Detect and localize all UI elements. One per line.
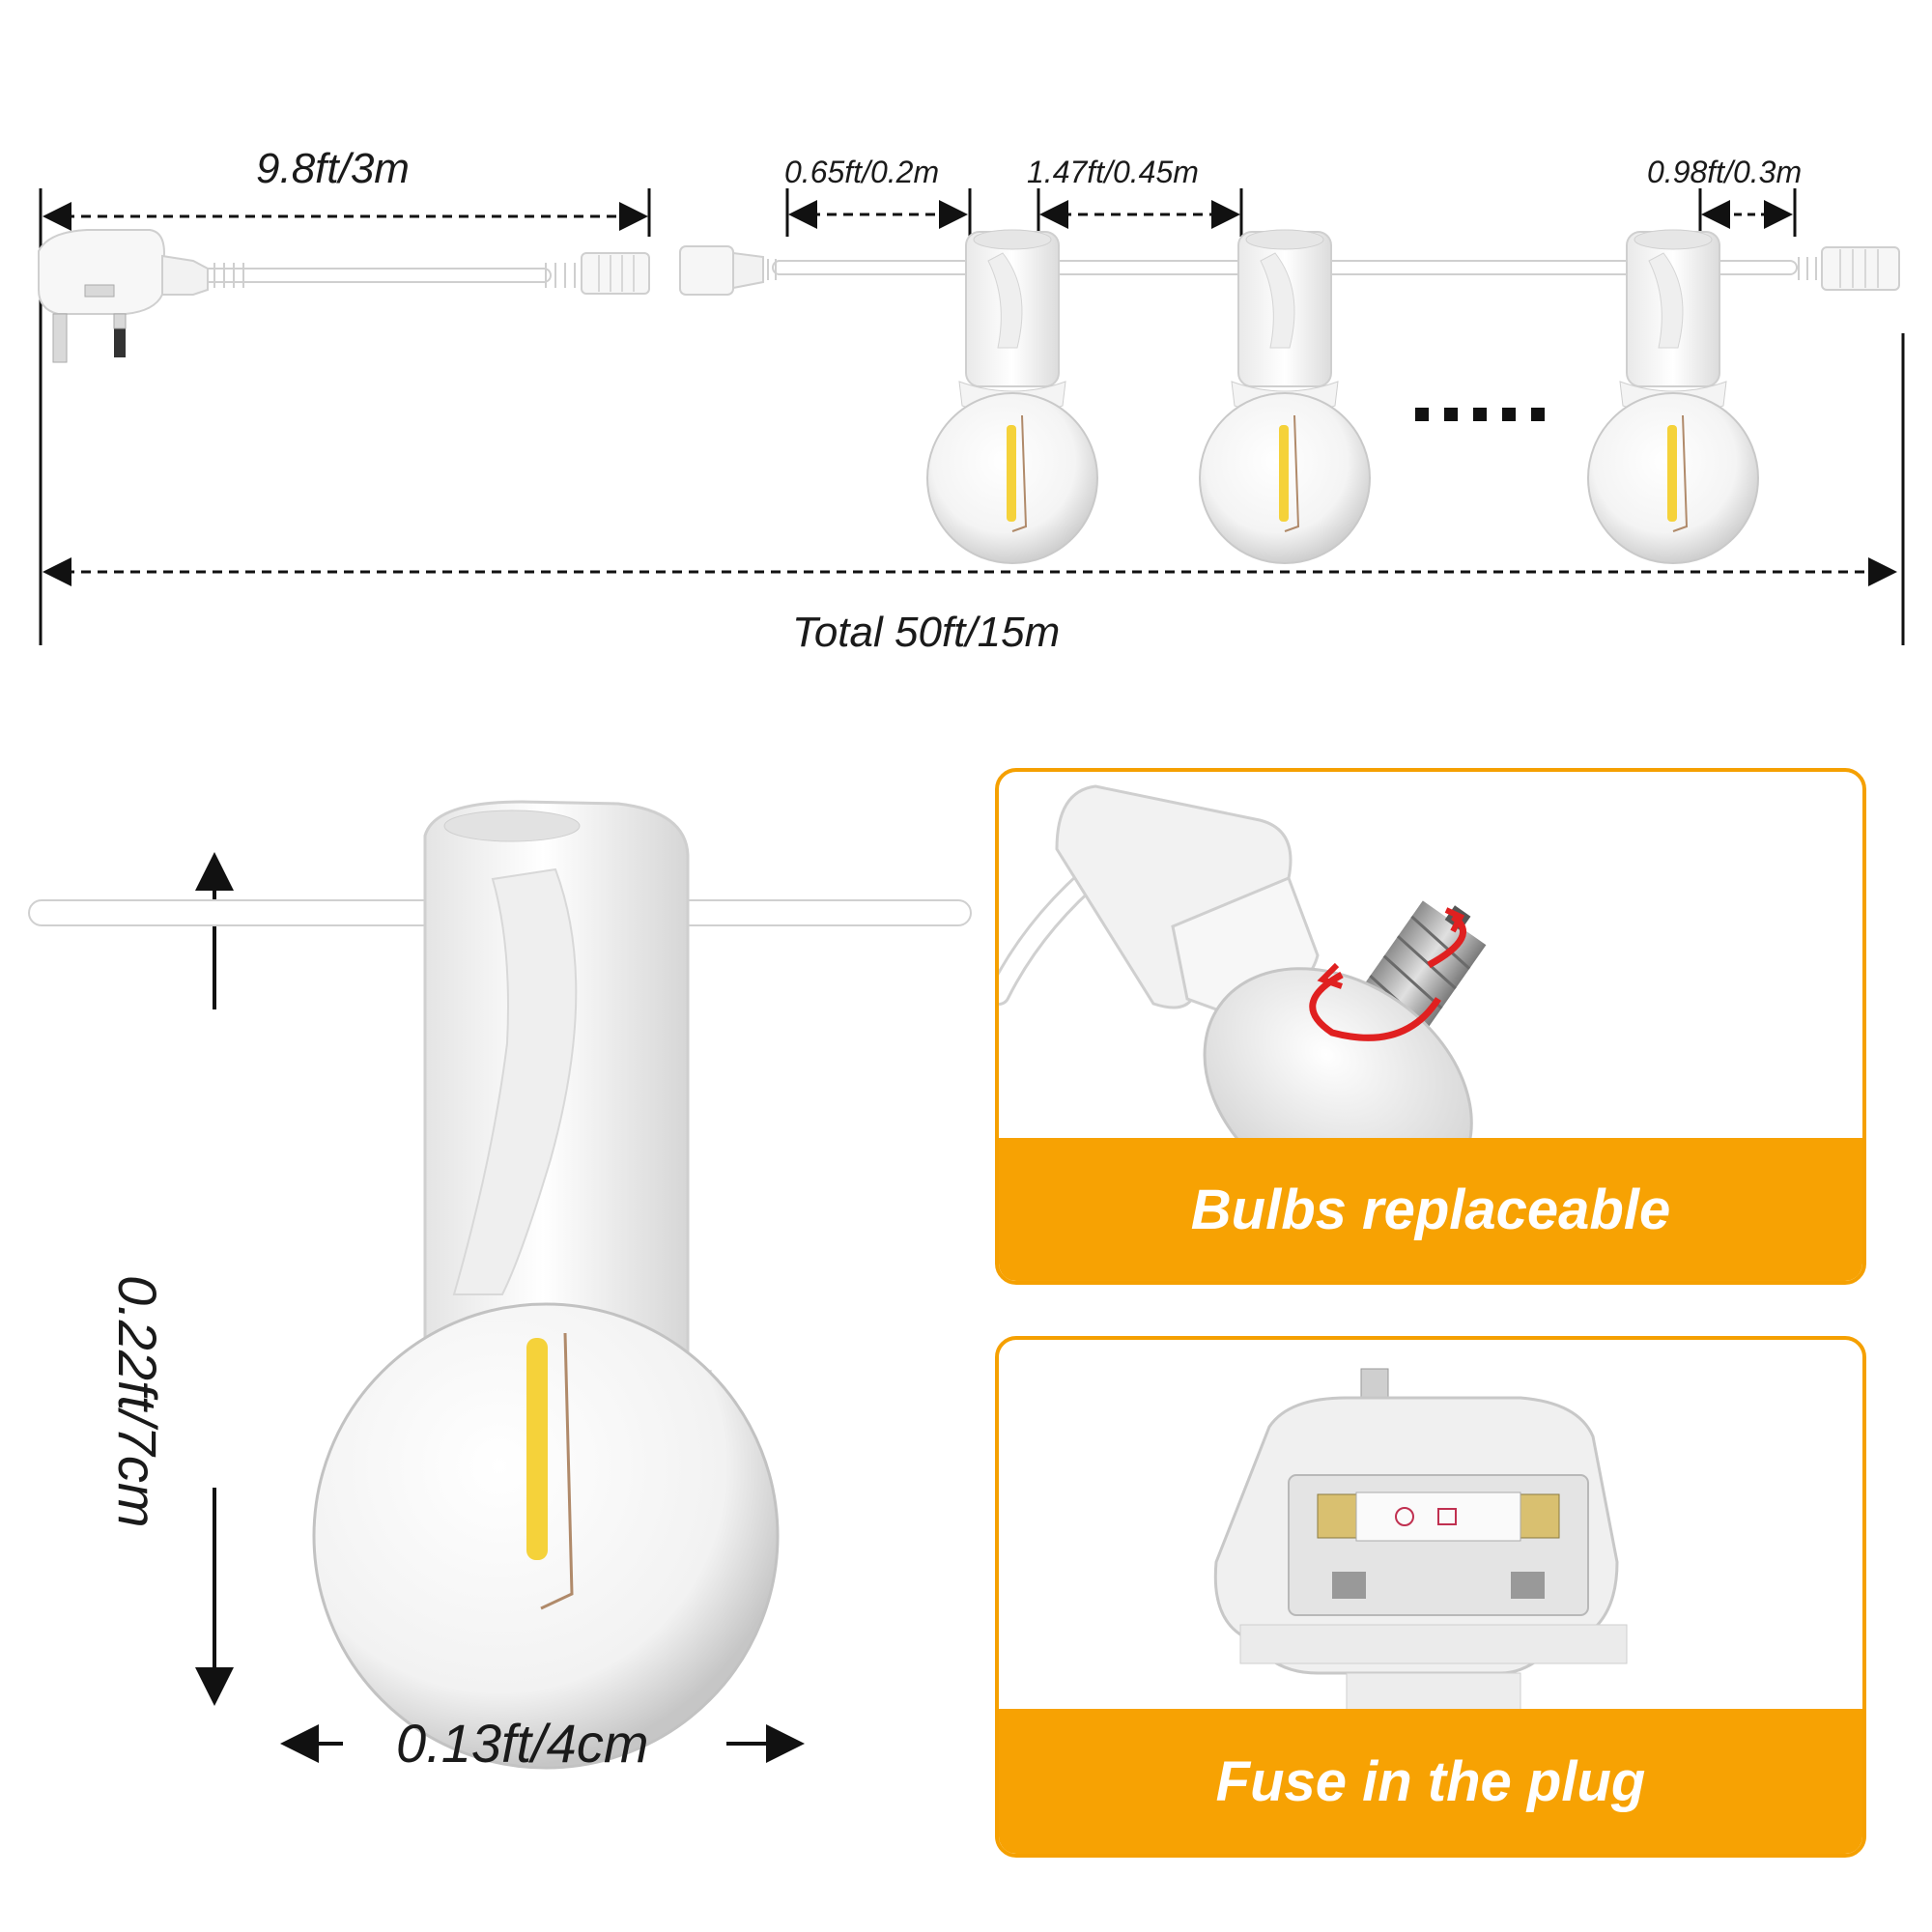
rotate-arrows-icon [1309,907,1466,1041]
end-gap-label: 0.98ft/0.3m [1647,155,1803,189]
bulb-icon [312,800,780,1770]
total-value: 50ft/15m [895,609,1061,656]
fuse-plug-illustration [1213,1368,1628,1721]
bulb-closeup-diagram [28,800,972,1770]
feature-band: Bulbs replaceable [999,1138,1862,1281]
feature-label-bulbs-replaceable: Bulbs replaceable [1190,1178,1671,1241]
bulb-height-label: 0.22ft/7cm [107,1275,168,1528]
total-prefix: Total [792,609,883,656]
fuse-icon [1317,1492,1560,1542]
connector-icon [545,252,650,295]
continuation-dots [1415,408,1545,421]
feature-card-fuse-in-plug: Fuse in the plug [995,1336,1866,1858]
bulb-icon [926,229,1098,564]
feature-card-bulbs-replaceable: Bulbs replaceable [995,768,1866,1285]
lead-length-label: 9.8ft/3m [256,145,410,192]
uk-plug-icon [38,229,244,363]
bulb-icon [1199,229,1371,564]
feature-band: Fuse in the plug [999,1709,1862,1854]
first-gap-label: 0.65ft/0.2m [784,155,940,189]
connector-icon [1798,246,1900,291]
connector-icon [679,245,777,296]
string-light-layout-diagram [38,188,1905,645]
bulb-icon [1587,229,1759,564]
total-length-label: Total 50ft/15m [792,609,1060,657]
feature-label-fuse-in-plug: Fuse in the plug [1215,1749,1646,1813]
bulb-width-label: 0.13ft/4cm [396,1713,649,1774]
bulb-spacing-label: 1.47ft/0.45m [1027,155,1199,189]
bulb-replace-illustration [999,784,1487,1149]
